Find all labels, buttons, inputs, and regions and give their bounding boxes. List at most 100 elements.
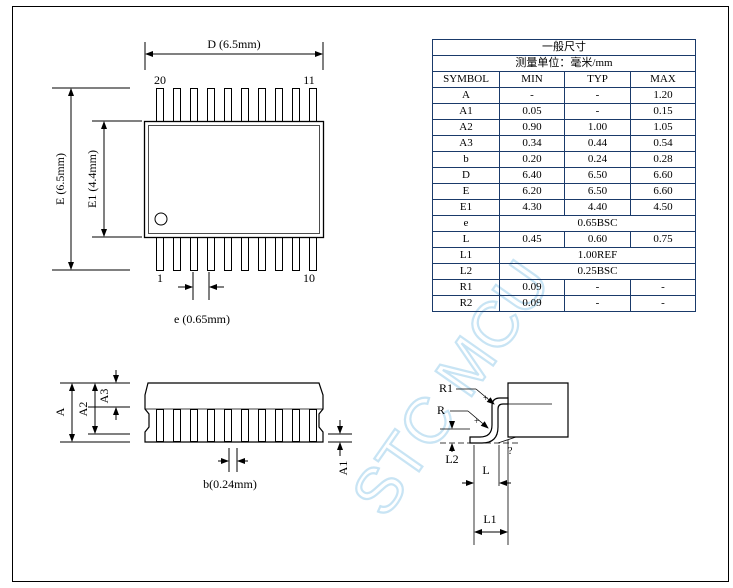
- cell-typ: 1.00: [564, 119, 631, 136]
- side-lead: [258, 409, 266, 442]
- cell-typ: 0.60: [564, 231, 631, 248]
- theta-label: ?: [508, 446, 513, 457]
- cell-min: 0.34: [499, 135, 565, 152]
- cell-max: 1.05: [630, 119, 696, 136]
- b-dimension-label: b(0.24mm): [203, 477, 257, 491]
- d-dimension-label: D (6.5mm): [207, 37, 260, 51]
- header-min: MIN: [499, 71, 565, 88]
- cell-max: 4.50: [630, 199, 696, 216]
- drawing-frame: [12, 6, 729, 582]
- cell-min: 6.40: [499, 167, 565, 184]
- e-dimension-label: E (6.5mm): [53, 153, 67, 205]
- dimension-table: 一般尺寸 测量单位：毫米/mm SYMBOL MIN TYP MAX A--1.…: [432, 39, 696, 312]
- side-lead: [275, 409, 283, 442]
- cell-symbol: L2: [432, 263, 500, 280]
- top-lead-lower: [156, 237, 164, 271]
- l1-label: L1: [483, 512, 496, 526]
- cell-symbol: A2: [432, 119, 500, 136]
- cell-symbol: E1: [432, 199, 500, 216]
- cell-min: 0.09: [499, 279, 565, 296]
- top-lead-lower: [275, 237, 283, 271]
- cell-symbol: R1: [432, 279, 500, 296]
- side-lead: [309, 409, 317, 442]
- cell-symbol: e: [432, 215, 500, 232]
- cell-symbol: b: [432, 151, 500, 168]
- table-title-row: 一般尺寸: [432, 39, 696, 56]
- cell-symbol: A1: [432, 103, 500, 120]
- cell-max: 0.75: [630, 231, 696, 248]
- top-lead-upper: [190, 88, 198, 122]
- side-lead: [207, 409, 215, 442]
- cell-typ: 4.40: [564, 199, 631, 216]
- table-title: 一般尺寸: [432, 39, 696, 56]
- cell-symbol: L1: [432, 247, 500, 264]
- top-lead-lower: [258, 237, 266, 271]
- cell-typ: -: [564, 295, 631, 312]
- pin1-marker: [154, 212, 168, 226]
- table-unit-row: 测量单位：毫米/mm: [432, 55, 696, 72]
- side-lead: [156, 409, 164, 442]
- header-symbol: SYMBOL: [432, 71, 500, 88]
- top-lead-upper: [173, 88, 181, 122]
- pin-11-label: 11: [303, 73, 315, 87]
- top-lead-upper: [275, 88, 283, 122]
- detail-view: R1 + R + L2 ? L L1: [437, 381, 569, 545]
- cell-typ: 6.50: [564, 183, 631, 200]
- cell-typ: -: [564, 279, 631, 296]
- cell-min: 0.45: [499, 231, 565, 248]
- cell-symbol: L: [432, 231, 500, 248]
- cell-symbol: R2: [432, 295, 500, 312]
- header-max: MAX: [630, 71, 696, 88]
- cell-max: 0.54: [630, 135, 696, 152]
- side-lead: [173, 409, 181, 442]
- l-label: L: [482, 463, 489, 477]
- top-lead-upper: [207, 88, 215, 122]
- cell-min: 0.90: [499, 119, 565, 136]
- l2-label: L2: [445, 452, 458, 466]
- side-lead: [224, 409, 232, 442]
- cell-symbol: E: [432, 183, 500, 200]
- top-lead-lower: [224, 237, 232, 271]
- cell-typ: -: [564, 103, 631, 120]
- cell-max: 6.60: [630, 183, 696, 200]
- a3-dimension-label: A3: [97, 389, 111, 404]
- cell-min: 6.20: [499, 183, 565, 200]
- cell-min: -: [499, 87, 565, 104]
- cell-max: 6.60: [630, 167, 696, 184]
- top-lead-lower: [173, 237, 181, 271]
- cell-min: 0.05: [499, 103, 565, 120]
- pin-10-label: 10: [303, 271, 315, 285]
- pin-1-label: 1: [157, 271, 163, 285]
- cell-typ: 0.44: [564, 135, 631, 152]
- top-lead-upper: [292, 88, 300, 122]
- e1-dimension-label: E1 (4.4mm): [85, 150, 99, 208]
- cell-value-span: 0.25BSC: [499, 263, 696, 280]
- svg-text:+: +: [474, 416, 479, 426]
- top-lead-upper: [224, 88, 232, 122]
- side-lead: [190, 409, 198, 442]
- cell-max: 1.20: [630, 87, 696, 104]
- cell-max: -: [630, 295, 696, 312]
- side-view: A A2 A3 A1 b(0.24mm): [53, 370, 352, 491]
- cell-symbol: A3: [432, 135, 500, 152]
- top-lead-lower: [292, 237, 300, 271]
- cell-min: 0.09: [499, 295, 565, 312]
- cell-value-span: 0.65BSC: [499, 215, 696, 232]
- top-lead-upper: [258, 88, 266, 122]
- r-label: R: [437, 403, 445, 417]
- table-header-row: SYMBOL MIN TYP MAX: [432, 71, 696, 88]
- header-typ: TYP: [564, 71, 631, 88]
- pin-20-label: 20: [154, 73, 166, 87]
- cell-max: 0.28: [630, 151, 696, 168]
- cell-typ: 6.50: [564, 167, 631, 184]
- side-lead: [241, 409, 249, 442]
